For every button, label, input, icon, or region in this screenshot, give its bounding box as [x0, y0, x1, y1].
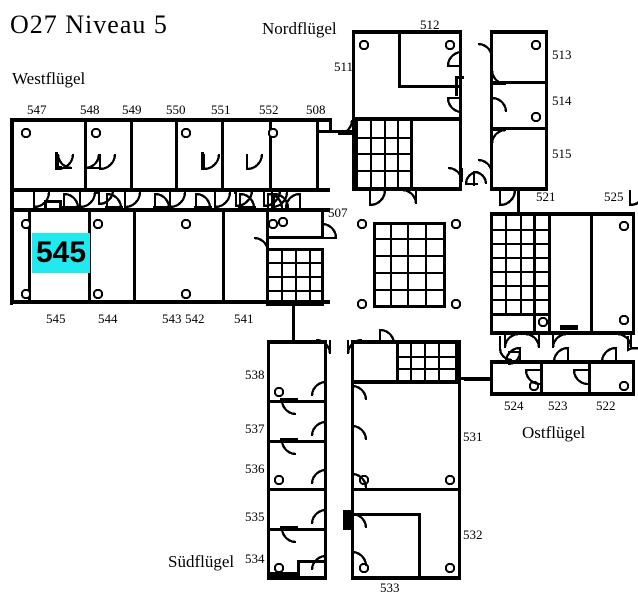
northeast-rooms — [490, 30, 548, 215]
east-upper-geometry — [490, 212, 635, 335]
room-538-label[interactable]: 538 — [245, 367, 265, 382]
room-533-label[interactable]: 533 — [380, 580, 400, 595]
room-525-label[interactable]: 525 — [604, 189, 624, 204]
room-536-label[interactable]: 536 — [245, 461, 265, 476]
room-523-label[interactable]: 523 — [548, 398, 568, 413]
room-535-label[interactable]: 535 — [245, 509, 265, 524]
room-515-label[interactable]: 515 — [552, 146, 572, 161]
room-521-label[interactable]: 521 — [536, 189, 556, 204]
room-512-label[interactable]: 512 — [420, 17, 440, 32]
central-stair — [373, 222, 446, 308]
north-wing-windows — [358, 39, 456, 51]
room-508-label[interactable]: 508 — [306, 102, 326, 117]
northeast-windows — [530, 39, 542, 123]
west-outer-stubs — [10, 192, 14, 305]
room-552-label[interactable]: 552 — [259, 102, 279, 117]
northeast-door-leaves — [490, 42, 493, 174]
room-507-label[interactable]: 507 — [328, 205, 348, 220]
room-550-label[interactable]: 550 — [166, 102, 186, 117]
south-wing-geometry — [267, 306, 491, 580]
room-548-label[interactable]: 548 — [80, 102, 100, 117]
north-wing-geometry — [330, 30, 464, 191]
room-537-label[interactable]: 537 — [245, 421, 265, 436]
room-522-label[interactable]: 522 — [596, 398, 616, 413]
room-532-label[interactable]: 532 — [463, 527, 483, 542]
wing-west-label: Westflügel — [12, 69, 86, 88]
room-543-label[interactable]: 543 — [162, 311, 182, 326]
room-551-label[interactable]: 551 — [211, 102, 231, 117]
east-lower-doors — [504, 346, 618, 386]
north-corridor-link — [447, 166, 479, 186]
west-upper-doors — [56, 153, 264, 171]
south-wing-doors — [280, 328, 396, 571]
wing-south-label: Südflügel — [168, 552, 235, 571]
room-534-label[interactable]: 534 — [245, 551, 265, 566]
west-upper-door-leaves — [55, 152, 272, 170]
room-547-label[interactable]: 547 — [27, 102, 47, 117]
east-lower-windows — [528, 380, 630, 392]
room-513-label[interactable]: 513 — [552, 47, 572, 62]
north-wing-doors — [337, 50, 463, 205]
room-541-label[interactable]: 541 — [234, 311, 254, 326]
south-bottom-link — [297, 560, 327, 578]
wing-north-label: Nordflügel — [262, 19, 337, 38]
room-514-label[interactable]: 514 — [552, 93, 572, 108]
east-upper-windows — [537, 220, 630, 328]
room-549-label[interactable]: 549 — [122, 102, 142, 117]
room-511-label[interactable]: 511 — [334, 59, 354, 74]
room-545-label[interactable]: 545 — [46, 311, 66, 326]
highlighted-room-number: 545 — [35, 236, 87, 269]
wing-east-label: Ostflügel — [522, 423, 586, 442]
room-531-label[interactable]: 531 — [463, 429, 483, 444]
page-title: O27 Niveau 5 — [10, 10, 168, 39]
highlighted-room-545[interactable]: 545 — [32, 233, 90, 273]
room-542-label[interactable]: 542 — [185, 311, 205, 326]
central-stair-windows — [356, 218, 462, 310]
room-544-label[interactable]: 544 — [98, 311, 118, 326]
west-lower-door-leaves — [62, 206, 256, 209]
central-507-doors — [253, 192, 338, 253]
west-lower-doors — [62, 192, 290, 209]
east-upper-doors — [503, 332, 633, 349]
west-lower-windows — [20, 218, 279, 300]
room-524-label[interactable]: 524 — [504, 398, 524, 413]
